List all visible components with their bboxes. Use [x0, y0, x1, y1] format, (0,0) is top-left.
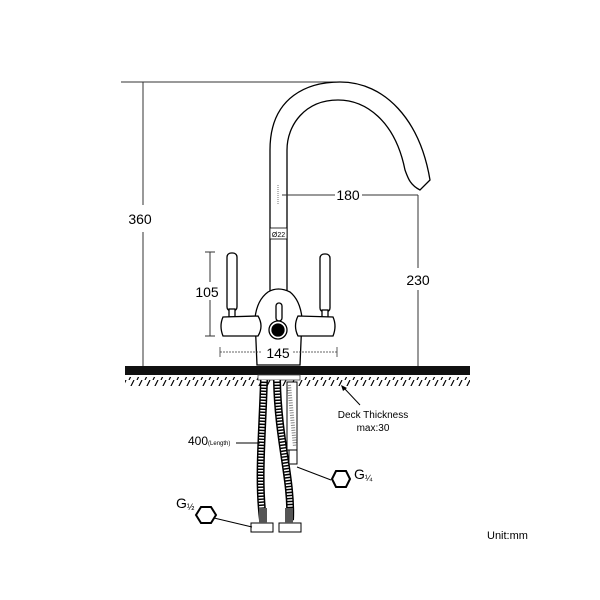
small-connector-label: G¼ — [354, 466, 373, 483]
quarter-inch-nut-icon — [330, 470, 352, 488]
hose-length-label: 400(Length) — [188, 434, 230, 448]
handle-span-label: 145 — [266, 345, 290, 361]
deck-surface — [125, 366, 470, 375]
height-total-label: 360 — [128, 211, 152, 227]
diameter-box — [269, 227, 288, 240]
spout-diameter-label: Ø22 — [272, 232, 285, 239]
handle-height-dimension — [205, 251, 215, 337]
supply-hoses — [250, 379, 302, 533]
handle-height-label: 105 — [195, 284, 219, 300]
right-handle — [294, 253, 336, 337]
large-connector-label: G½ — [176, 495, 195, 512]
handle-span-dimension — [219, 347, 338, 357]
deck-arrow — [343, 387, 361, 406]
spout-reach-label: 180 — [336, 187, 360, 203]
half-inch-nut-icon — [194, 506, 218, 524]
faucet-body — [254, 288, 303, 366]
deck-thickness-label: Deck Thickness — [338, 410, 408, 421]
height-dimension — [121, 81, 340, 368]
left-handle — [220, 252, 262, 337]
spout — [269, 81, 431, 293]
unit-label: Unit:mm — [487, 530, 528, 542]
spout-height-label: 230 — [406, 272, 430, 288]
reach-dimension — [282, 194, 419, 368]
deck-thickness-max: max:30 — [357, 423, 390, 434]
